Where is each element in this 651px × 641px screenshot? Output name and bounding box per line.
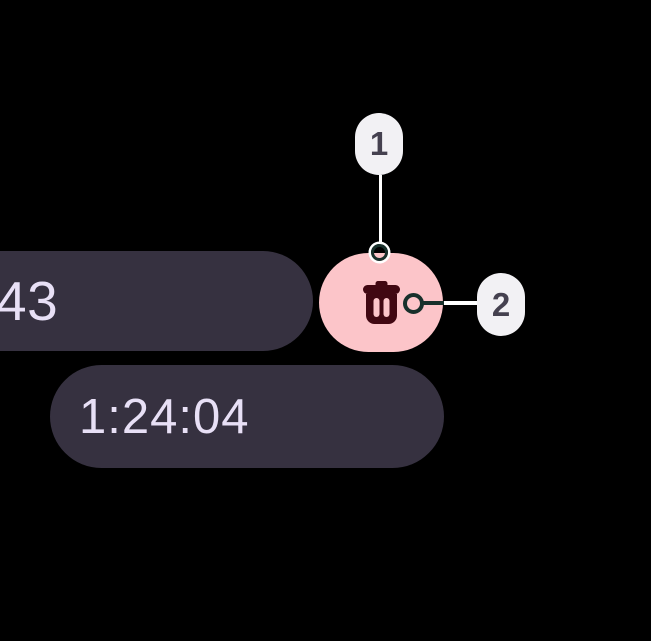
callout-2-connector-line-light	[444, 301, 477, 305]
stopwatch-time-text: 43	[0, 270, 59, 332]
trash-icon	[362, 281, 400, 324]
callout-2-connector-line-dark	[423, 301, 444, 305]
callout-1-label: 1	[369, 125, 389, 162]
callout-2-badge: 2	[477, 273, 525, 336]
lap-time-chip: 1:24:04	[50, 365, 444, 468]
callout-1-badge: 1	[355, 113, 403, 175]
callout-1-target-marker	[371, 244, 388, 261]
callout-2-target-marker	[403, 293, 424, 314]
stopwatch-time-chip-partial: 43	[0, 251, 313, 351]
callout-1-connector-line	[379, 175, 382, 245]
callout-2-label: 2	[491, 285, 511, 323]
lap-time-text: 1:24:04	[79, 389, 250, 444]
